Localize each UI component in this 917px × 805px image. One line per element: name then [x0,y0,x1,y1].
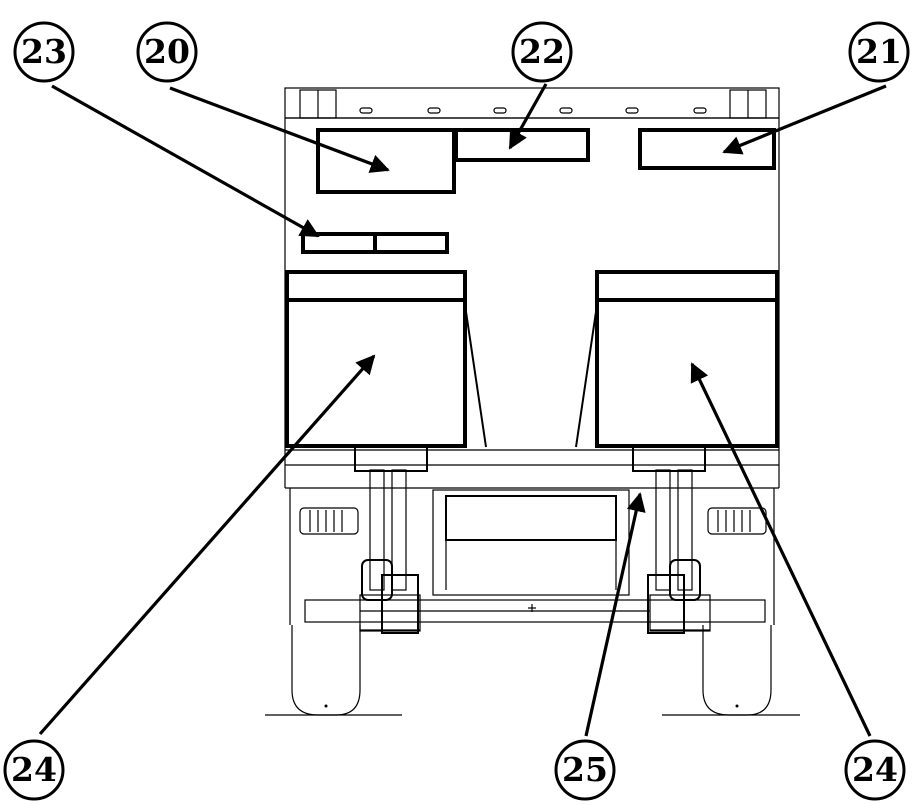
lift-mechanism-right [632,444,711,634]
callout-label: 24 [852,750,898,789]
leader-25 [584,492,646,737]
callout-25: 25 [554,739,616,801]
leader-20 [169,86,390,173]
center-panel [432,489,630,596]
wheel-right [662,625,800,716]
roof-slots [359,107,707,114]
leader-24-right [690,362,872,737]
panel-24-right [595,270,779,448]
panel-20 [316,128,456,194]
lift-mechanism-left [354,444,428,634]
roof-cap [284,87,780,119]
leader-23 [51,84,320,238]
callout-label: 24 [11,750,57,789]
callout-label: 23 [21,32,67,71]
callout-label: 20 [144,32,190,71]
rear-light-left [299,507,359,535]
callout-22: 22 [511,21,573,83]
panel-22 [454,128,590,162]
callout-label: 21 [856,32,902,71]
callout-24-right: 24 [844,739,906,801]
leader-24-left [38,354,376,736]
panel-23-right [373,232,449,254]
leader-lines [38,83,887,737]
leader-22 [508,83,548,150]
callout-label: 25 [562,750,608,789]
rear-light-right [707,507,767,535]
highlight-panels [285,128,779,448]
callout-24-left: 24 [3,739,65,801]
callout-label: 22 [519,32,565,71]
panel-23-left [301,232,377,254]
callout-21: 21 [848,21,910,83]
callout-23: 23 [13,21,75,83]
wheel-left [265,625,402,716]
callout-20: 20 [136,21,198,83]
rear-bumper-bar [304,599,766,623]
leader-21 [722,84,887,155]
panel-24-left [285,270,467,448]
panel-21 [638,128,776,170]
